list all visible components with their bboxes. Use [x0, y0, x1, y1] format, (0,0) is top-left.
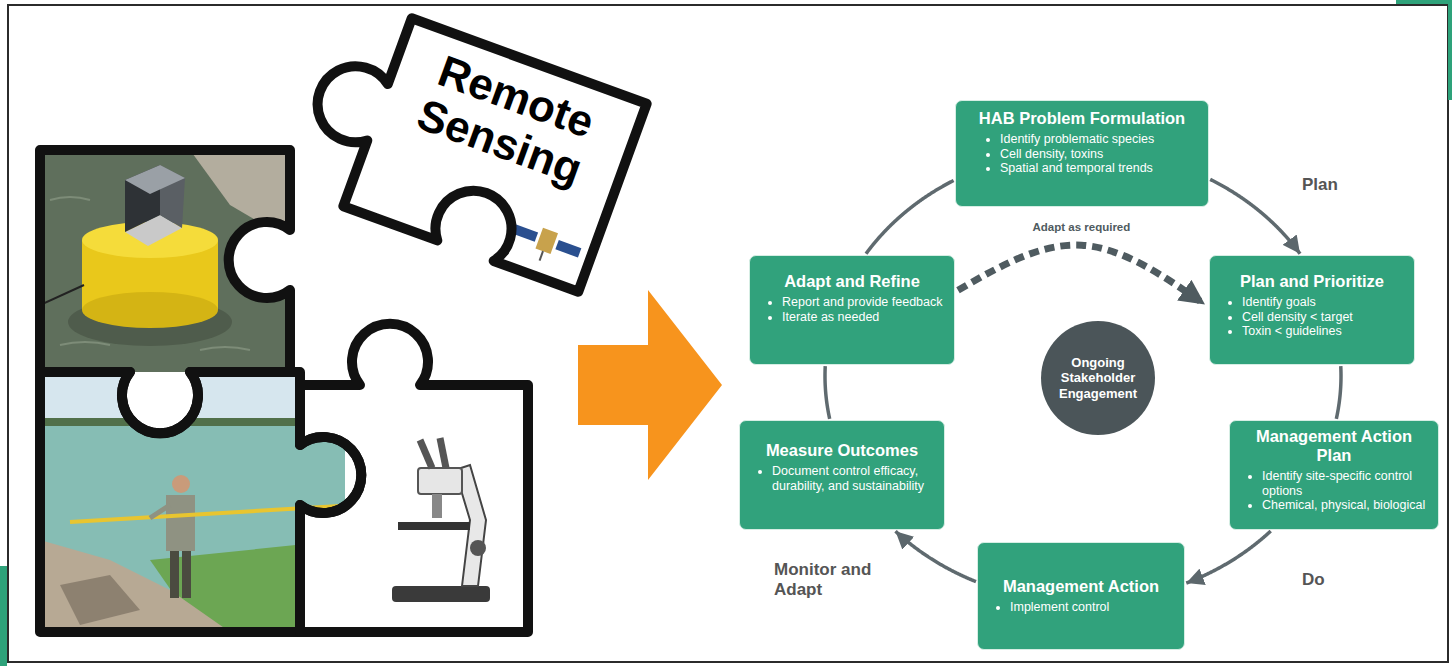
rocks	[60, 575, 140, 625]
photo-ground	[300, 300, 530, 635]
bullet-list: Identify site-specific control optionsCh…	[1240, 469, 1428, 513]
microscope-photo	[300, 300, 530, 635]
accent-bar	[1396, 0, 1452, 4]
piece-label: Remote Sensing	[374, 18, 646, 206]
box-heading: Plan and Prioritize	[1220, 272, 1404, 291]
buoy-photo	[40, 150, 290, 372]
bullet-item: Report and provide feedback	[782, 295, 944, 310]
edge-label: Do	[1300, 570, 1364, 590]
sensor-top	[125, 165, 185, 194]
bullet-item: Cell density, toxins	[1000, 147, 1198, 162]
satellite-body	[535, 228, 558, 254]
cycle-connector	[1186, 531, 1270, 583]
process-box: Plan and PrioritizeIdentify goalsCell de…	[1209, 255, 1415, 365]
bullet-item: Iterate as needed	[782, 310, 944, 325]
eyepiece	[420, 440, 432, 468]
person-head	[172, 475, 190, 493]
puzzle-outline	[40, 150, 290, 433]
process-box: HAB Problem FormulationIdentify problema…	[955, 100, 1209, 207]
cycle-connector	[866, 180, 954, 253]
process-box: Adapt and RefineReport and provide feedb…	[749, 255, 955, 365]
bullet-list: Implement control	[988, 600, 1174, 615]
person-leg	[170, 548, 179, 598]
bullet-list: Document control efficacy, durability, a…	[750, 464, 934, 494]
edge-label: Adapt as required	[1031, 221, 1133, 235]
circle-fill	[1041, 321, 1155, 435]
microscope-stage	[398, 522, 470, 530]
cycle-connector	[1210, 179, 1300, 253]
puzzle-outline	[286, 0, 647, 292]
process-box: Management Action PlanIdentify site-spec…	[1229, 420, 1439, 530]
accent-bar	[0, 566, 7, 666]
accent-bar	[1448, 0, 1452, 100]
bullet-item: Implement control	[1010, 600, 1174, 615]
bullet-list: Report and provide feedbackIterate as ne…	[760, 295, 944, 325]
person-leg	[182, 548, 191, 598]
eyepiece	[440, 438, 446, 468]
bullet-item: Toxin < guidelines	[1242, 324, 1404, 339]
box-heading: Measure Outcomes	[750, 441, 934, 460]
cycle-connector	[825, 366, 830, 419]
edge-label: Plan	[1300, 175, 1364, 195]
rope	[40, 285, 84, 305]
person-body	[166, 495, 195, 551]
dashed-feedback-arrow	[958, 245, 1205, 304]
cycle-connector	[1336, 366, 1341, 419]
rocks	[40, 540, 230, 632]
bullet-item: Identify site-specific control options	[1262, 469, 1428, 499]
box-heading: Management Action Plan	[1240, 427, 1428, 465]
bullet-item: Cell density < target	[1242, 310, 1404, 325]
puzzle-piece: Remote Sensing	[343, 18, 646, 291]
bullet-item: Chemical, physical, biological	[1262, 498, 1428, 513]
box-heading: Management Action	[988, 577, 1174, 596]
box-heading: Adapt and Refine	[760, 272, 944, 291]
edge-label: Monitor and Adapt	[772, 560, 876, 601]
microscope-head	[418, 468, 462, 494]
bullet-item: Spatial and temporal trends	[1000, 161, 1198, 176]
puzzle-outline	[300, 324, 528, 632]
objective	[432, 494, 442, 518]
focus-knob	[470, 540, 486, 556]
puzzle-outline	[40, 372, 361, 632]
center-circle: Ongoing Stakeholder Engagement	[1040, 320, 1156, 436]
water	[40, 150, 290, 372]
satellite-panel	[555, 240, 581, 258]
bullet-list: Identify goalsCell density < targetToxin…	[1220, 295, 1404, 339]
flow-arrow	[578, 290, 722, 480]
person-arm	[150, 505, 170, 518]
bullet-list: Identify problematic speciesCell density…	[966, 132, 1198, 176]
process-box: Measure OutcomesDocument control efficac…	[739, 420, 945, 530]
bullet-item: Document control efficacy, durability, a…	[772, 464, 934, 494]
circle-label: Ongoing Stakeholder Engagement	[1052, 355, 1144, 402]
frame	[8, 5, 1448, 662]
satellite-antenna	[540, 251, 543, 260]
box-heading: HAB Problem Formulation	[966, 109, 1198, 128]
bullet-item: Identify problematic species	[1000, 132, 1198, 147]
process-box: Management ActionImplement control	[977, 542, 1185, 650]
cycle-connector	[895, 531, 976, 581]
buoy-base	[82, 292, 218, 328]
ripple	[50, 197, 250, 350]
bullet-item: Identify goals	[1242, 295, 1404, 310]
microscope-base	[392, 586, 490, 602]
satellite-icon	[507, 219, 584, 273]
